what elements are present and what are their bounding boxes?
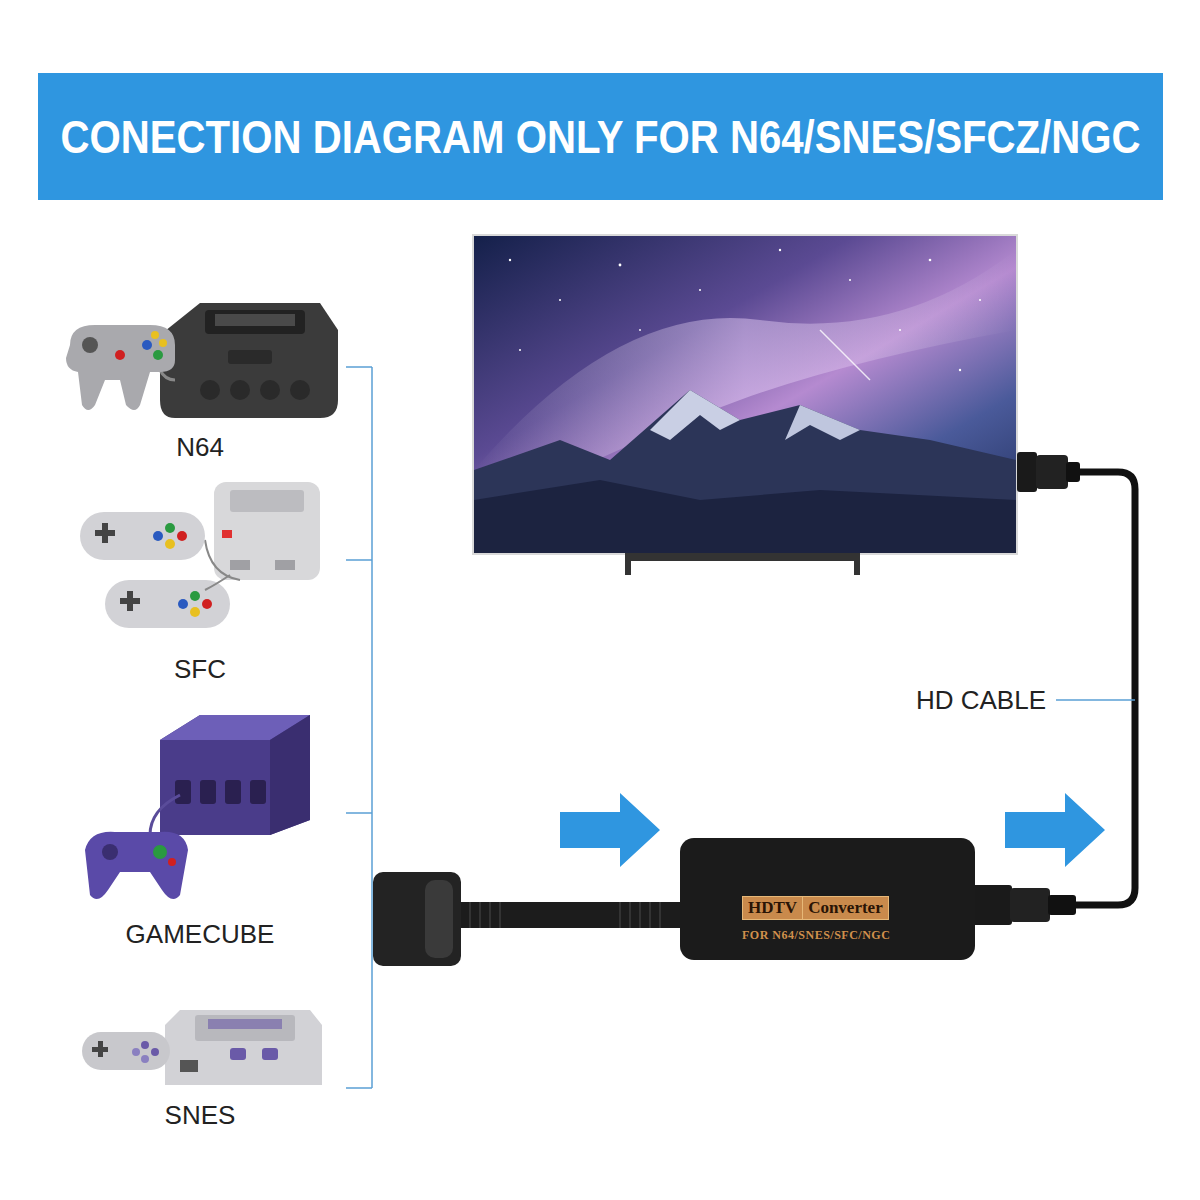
cable-label: HD CABLE (914, 685, 1048, 716)
console-label: N64 (174, 432, 226, 463)
node-text: HDTV (748, 898, 797, 918)
title-band (38, 73, 1163, 200)
converter-box: FOR N64/SNES/SFC/NGC HDTV Converter (680, 838, 975, 960)
console-label: SNES (163, 1100, 238, 1131)
gamecube-console (85, 715, 310, 899)
hdmi-plug-tv (1017, 452, 1080, 492)
node-text: Converter (808, 898, 883, 918)
label-plate: HDTV (742, 896, 803, 920)
console-label: GAMECUBE (124, 919, 277, 950)
label-plate: Converter (802, 896, 889, 920)
av-cable (373, 872, 685, 966)
bracket (346, 367, 372, 1088)
node-text: FOR N64/SNES/SFC/NGC (742, 928, 890, 943)
tv (472, 234, 1018, 575)
snes-console (82, 1010, 322, 1085)
n64-console (66, 303, 338, 418)
flow-arrow (560, 793, 660, 867)
sfc-console (80, 482, 320, 628)
title-text: CONECTION DIAGRAM ONLY FOR N64/SNES/SFCZ… (60, 110, 1140, 164)
leader-line (1056, 699, 1135, 701)
console-label: SFC (172, 654, 228, 685)
hdmi-plug-converter (972, 885, 1076, 925)
flow-arrow (1005, 793, 1105, 867)
